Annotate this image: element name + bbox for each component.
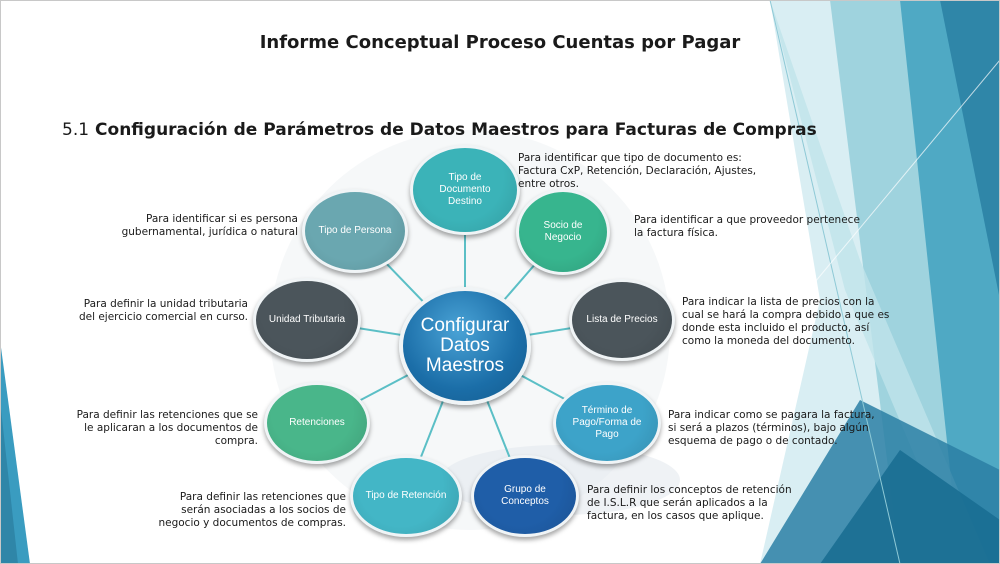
center-node: Configurar Datos Maestros bbox=[399, 287, 531, 405]
node-termino-de-pago: Término de Pago/Forma de Pago bbox=[553, 382, 661, 464]
desc-retenciones: Para definir las retenciones que se le a… bbox=[76, 409, 258, 447]
desc-socio-de-negocio: Para identificar a que proveedor pertene… bbox=[634, 214, 860, 239]
desc-tipo-de-persona: Para identificar si es persona gubername… bbox=[121, 213, 298, 238]
node-label: Tipo de Persona bbox=[318, 225, 392, 236]
center-label: Configurar Datos Maestros bbox=[420, 315, 510, 376]
node-label: Grupo de Conceptos bbox=[501, 484, 549, 507]
desc-unidad-tributaria: Para definir la unidad tributaria del ej… bbox=[78, 298, 248, 323]
node-label: Retenciones bbox=[289, 417, 345, 428]
node-tipo-de-retencion: Tipo de Retención bbox=[350, 455, 462, 537]
node-tipo-documento-destino: Tipo de Documento Destino bbox=[410, 145, 520, 235]
node-label: Tipo de Retención bbox=[365, 490, 447, 501]
node-label: Lista de Precios bbox=[586, 314, 658, 325]
section-number: 5.1 bbox=[62, 120, 90, 140]
node-label: Unidad Tributaria bbox=[268, 314, 346, 325]
node-grupo-de-conceptos: Grupo de Conceptos bbox=[471, 455, 579, 537]
node-unidad-tributaria: Unidad Tributaria bbox=[253, 278, 361, 362]
desc-termino-de-pago: Para indicar como se pagara la factura, … bbox=[668, 409, 875, 447]
node-lista-de-precios: Lista de Precios bbox=[569, 279, 675, 361]
node-label: Tipo de Documento Destino bbox=[439, 172, 491, 207]
node-socio-de-negocio: Socio de Negocio bbox=[516, 189, 610, 275]
desc-lista-de-precios: Para indicar la lista de precios con la … bbox=[682, 296, 890, 347]
node-tipo-de-persona: Tipo de Persona bbox=[302, 189, 408, 273]
node-label: Socio de Negocio bbox=[543, 220, 583, 243]
node-retenciones: Retenciones bbox=[264, 382, 370, 464]
desc-tipo-de-retencion: Para definir las retenciones que serán a… bbox=[158, 491, 346, 529]
desc-tipo-documento-destino: Para identificar que tipo de documento e… bbox=[518, 152, 757, 190]
section-title-text: Configuración de Parámetros de Datos Mae… bbox=[95, 120, 817, 140]
page-title: Informe Conceptual Proceso Cuentas por P… bbox=[259, 32, 741, 53]
desc-grupo-de-conceptos: Para definir los conceptos de retención … bbox=[587, 484, 792, 522]
node-label: Término de Pago/Forma de Pago bbox=[572, 405, 642, 440]
